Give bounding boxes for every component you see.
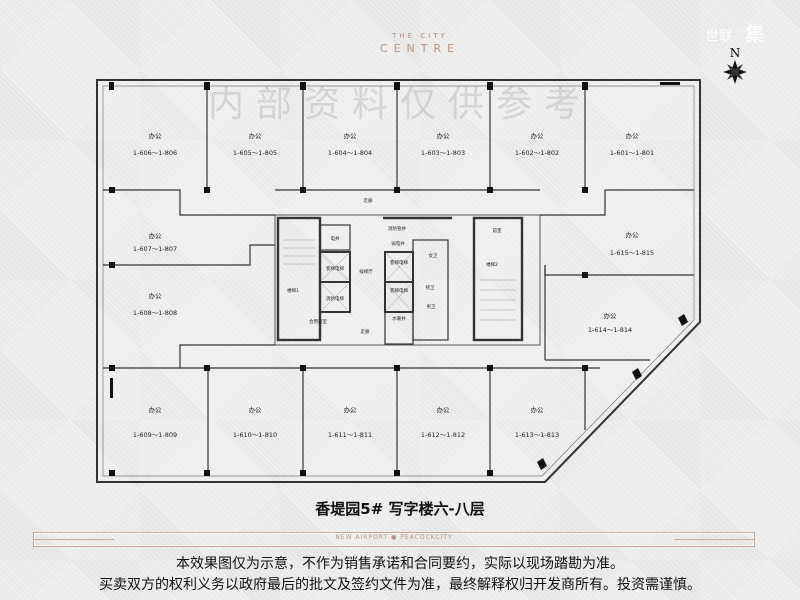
project-band: NEW AIRPORT ● PEACOCKCITY — [33, 532, 755, 547]
unit-number-label: 1-609～1-809 — [133, 431, 177, 439]
water-shaft-label: 水暖井 — [392, 315, 406, 322]
fire-pipe-label: 消防管井 — [388, 225, 406, 232]
unit-603: 办公 1-603～1-803 — [421, 131, 465, 157]
unit-614: 办公 1-614～1-814 — [588, 311, 632, 334]
electric-shaft-label: 电井 — [331, 235, 340, 242]
unit-number-label: 1-601～1-801 — [610, 149, 654, 157]
stair-1-label: 楼梯1 — [287, 287, 299, 294]
brand-logo: THE CITY CENTRE — [360, 32, 480, 55]
unit-number-label: 1-610～1-810 — [233, 431, 277, 439]
plan-title: 香堤园5# 写字楼六-八层 — [315, 500, 485, 518]
unit-611: 办公 1-611～1-811 — [328, 405, 372, 439]
room-type-label: 办公 — [531, 405, 545, 414]
unit-number-label: 1-603～1-803 — [421, 149, 465, 157]
unit-604: 办公 1-604～1-804 — [328, 131, 372, 157]
unit-labels: 办公 1-606～1-806 办公 1-605～1-805 办公 1-604～1-80… — [133, 131, 654, 439]
stair-2-label: 楼梯2 — [486, 261, 498, 268]
compass-icon: N — [723, 46, 747, 84]
unit-606: 办公 1-606～1-806 — [133, 131, 177, 157]
room-type-label: 办公 — [149, 405, 163, 414]
watermark: 内部资料仅供参考 — [207, 84, 592, 125]
unit-612: 办公 1-612～1-812 — [421, 405, 465, 439]
unit-number-label: 1-605～1-805 — [233, 149, 277, 157]
fire-lift-label: 消防电梯 — [326, 295, 344, 302]
floor-plan: N — [96, 46, 747, 483]
passenger-lift-label: 客梯电梯 — [326, 265, 344, 272]
logo-small: 世联 — [705, 29, 733, 45]
band-line-right — [674, 539, 754, 540]
room-type-label: 办公 — [531, 131, 545, 140]
band-text: NEW AIRPORT ● PEACOCKCITY — [335, 534, 453, 541]
room-type-label: 办公 — [344, 405, 358, 414]
unit-number-label: 1-608～1-808 — [133, 309, 177, 317]
female-wc-label: 女卫 — [429, 252, 438, 259]
weak-shaft-label: 弱电井 — [391, 240, 405, 247]
unit-609: 办公 1-609～1-809 — [133, 405, 177, 439]
core-labels: 走廊 电井 客梯电梯 消防电梯 候梯厅 客梯电梯 客梯电梯 水暖井 消防管井 弱… — [287, 197, 502, 335]
room-type-label: 办公 — [626, 230, 640, 239]
unit-615: 办公 1-615～1-815 — [610, 230, 654, 257]
shared-anteroom-label: 合用前室 — [309, 318, 327, 325]
room-type-label: 办公 — [249, 131, 263, 140]
band-line-left — [34, 539, 114, 540]
room-type-label: 办公 — [149, 231, 163, 240]
room-type-label: 办公 — [604, 311, 618, 320]
room-type-label: 办公 — [149, 291, 163, 300]
logo-big: 集 — [745, 22, 765, 46]
unit-number-label: 1-614～1-814 — [588, 326, 632, 334]
male-wc-label: 男卫 — [427, 304, 436, 310]
anteroom-label: 前室 — [493, 227, 502, 234]
unit-number-label: 1-604～1-804 — [328, 149, 372, 157]
room-type-label: 办公 — [149, 131, 163, 140]
brand-line-2: CENTRE — [379, 42, 461, 55]
room-type-label: 办公 — [437, 405, 451, 414]
compass-north-label: N — [730, 46, 741, 60]
unit-610: 办公 1-610～1-810 — [233, 405, 277, 439]
corridor-bottom-label: 走廊 — [361, 328, 370, 335]
unit-613: 办公 1-613～1-813 — [515, 405, 559, 439]
unit-number-label: 1-602～1-802 — [515, 149, 559, 157]
unit-number-label: 1-606～1-806 — [133, 149, 177, 157]
brand-line-1: THE CITY — [392, 32, 448, 40]
accessible-wc-label: 残卫 — [426, 284, 435, 291]
walls — [96, 79, 701, 483]
unit-601: 办公 1-601～1-801 — [610, 131, 654, 157]
unit-602: 办公 1-602～1-802 — [515, 131, 559, 157]
room-type-label: 办公 — [437, 131, 451, 140]
corridor-top-label: 走廊 — [364, 197, 373, 204]
structural-columns — [109, 82, 688, 476]
passenger-lift-2-label: 客梯电梯 — [390, 259, 408, 266]
unit-number-label: 1-612～1-812 — [421, 431, 465, 439]
disclaimer-line-1: 本效果图仅为示意，不作为销售承诺和合同要约，实际以现场踏勘为准。 — [176, 556, 624, 572]
unit-607: 办公 1-607～1-807 — [133, 231, 177, 253]
lift-lobby-label: 候梯厅 — [359, 268, 373, 275]
unit-number-label: 1-607～1-807 — [133, 245, 177, 253]
disclaimer-line-2: 买卖双方的权利义务以政府最后的批文及签约文件为准，最终解释权归开发商所有。投资需… — [99, 577, 701, 593]
unit-608: 办公 1-608～1-808 — [133, 291, 177, 317]
passenger-lift-3-label: 客梯电梯 — [390, 287, 408, 294]
unit-number-label: 1-615～1-815 — [610, 249, 654, 257]
room-type-label: 办公 — [249, 405, 263, 414]
room-type-label: 办公 — [626, 131, 640, 140]
developer-logo: 世联集 — [705, 18, 765, 47]
room-type-label: 办公 — [344, 131, 358, 140]
unit-605: 办公 1-605～1-805 — [233, 131, 277, 157]
unit-number-label: 1-613～1-813 — [515, 431, 559, 439]
unit-number-label: 1-611～1-811 — [328, 431, 372, 439]
